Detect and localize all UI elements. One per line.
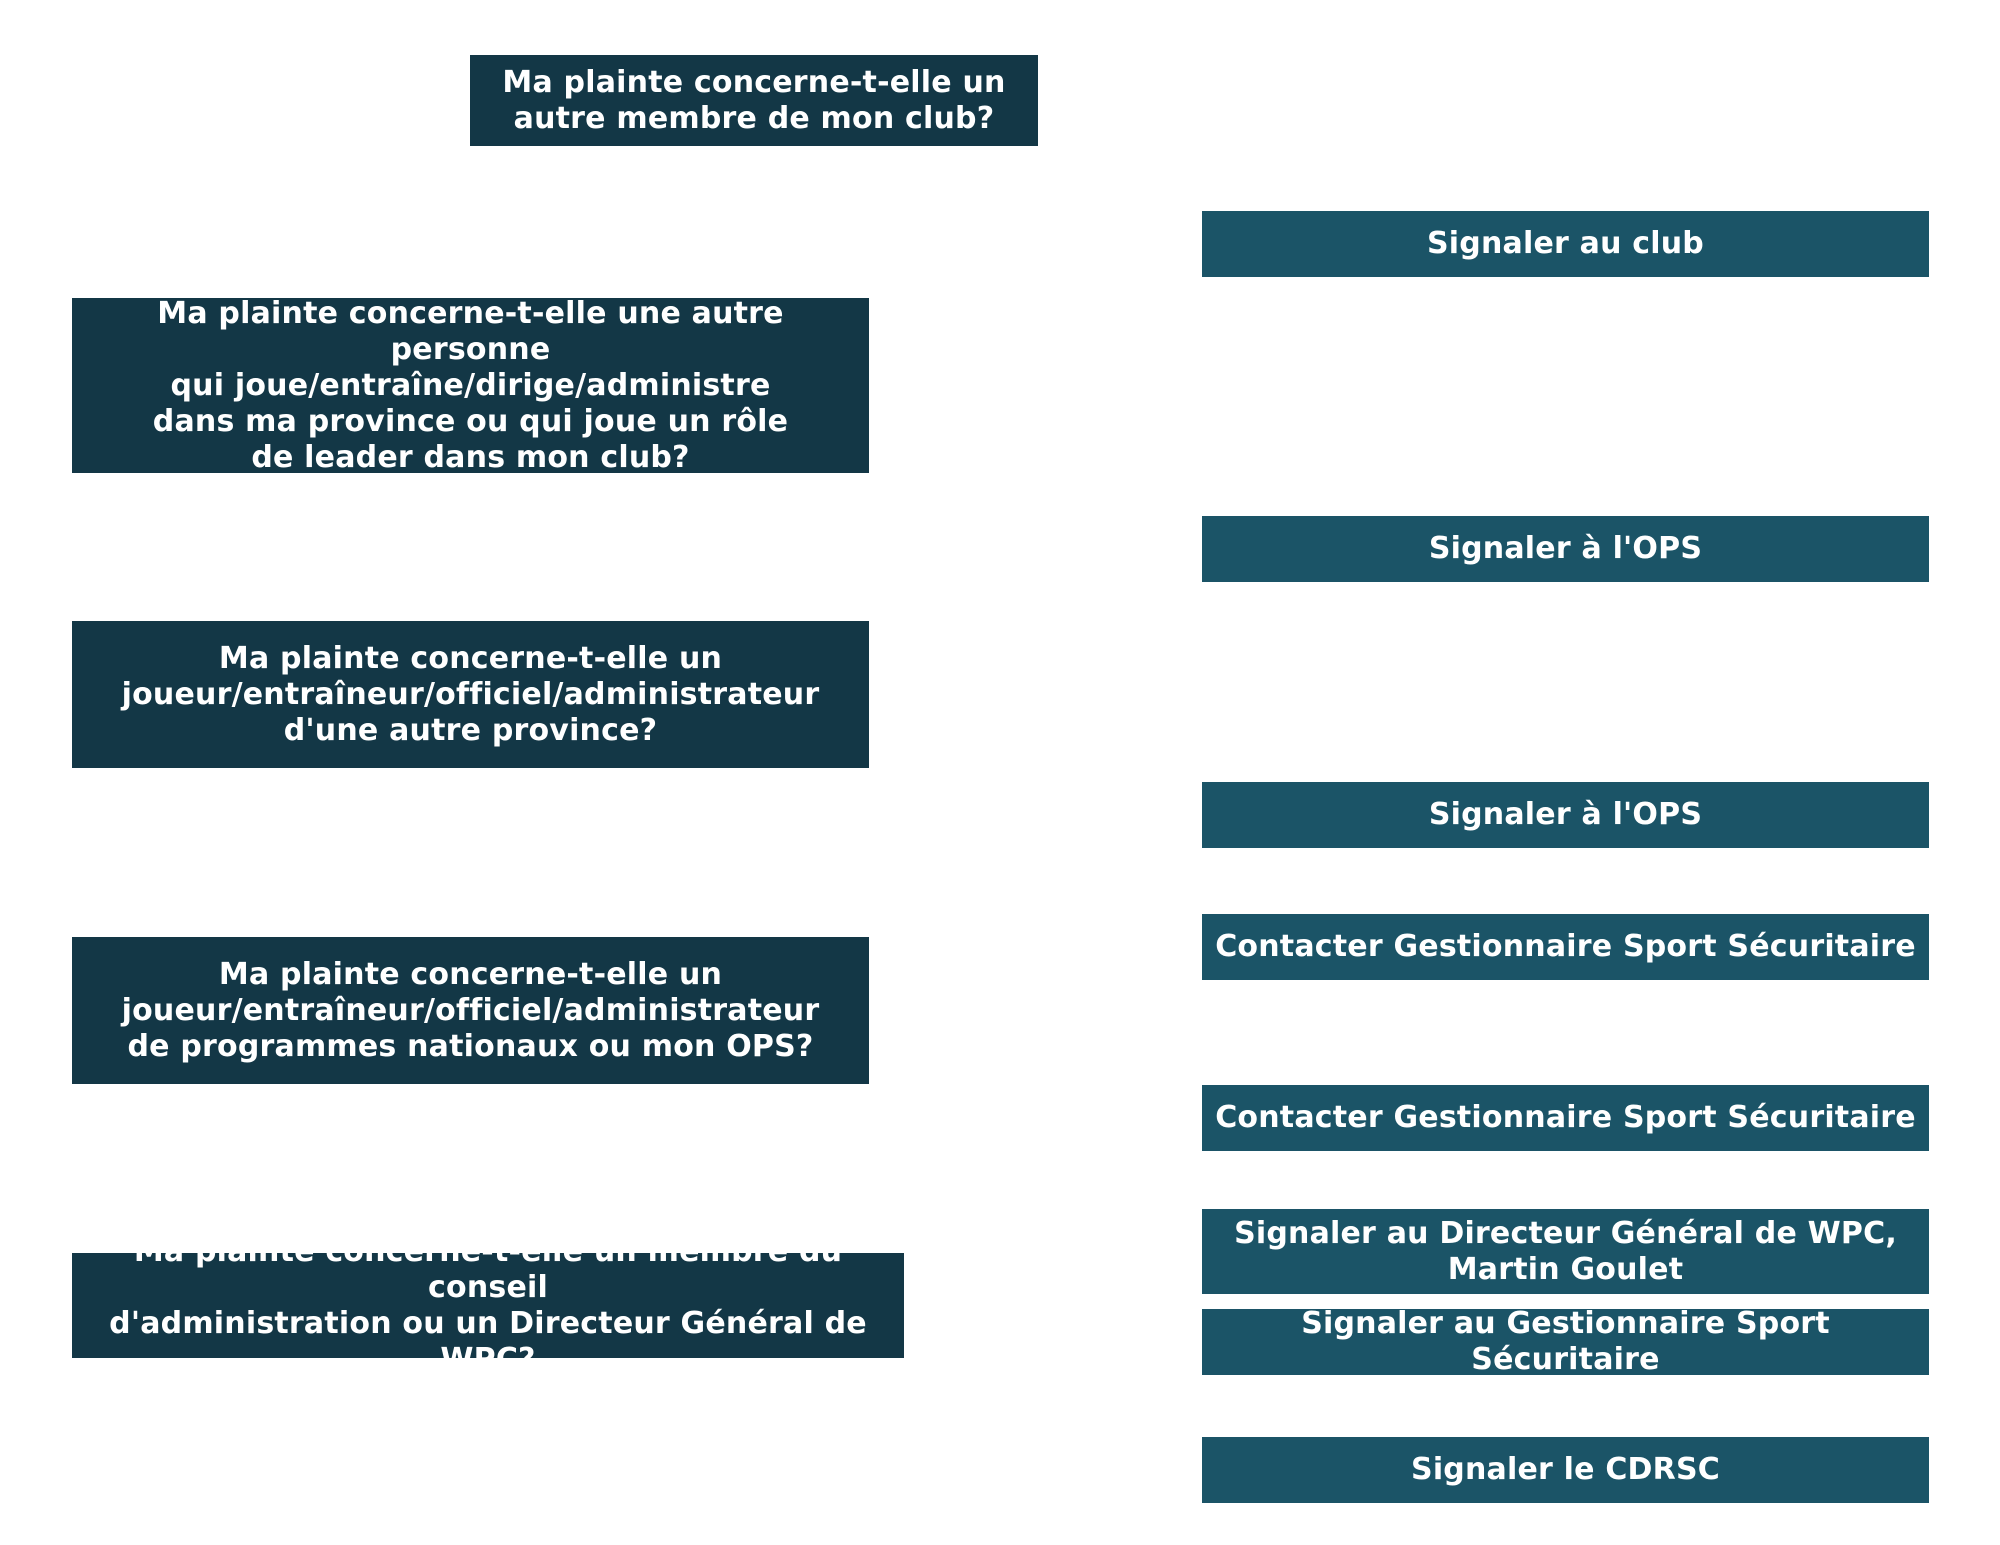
action-report-safe-sport-manager: Signaler au Gestionnaire Sport Sécuritai… (1202, 1306, 1929, 1377)
action-report-ops-2: Signaler à l'OPS (1202, 782, 1929, 848)
action-report-director-general: Signaler au Directeur Général de WPC, Ma… (1202, 1209, 1929, 1294)
question-other-province: Ma plainte concerne-t-elle un joueur/ent… (72, 621, 869, 768)
action-report-ops-1: Signaler à l'OPS (1202, 516, 1929, 582)
action-contact-safe-sport-2: Contacter Gestionnaire Sport Sécuritaire (1202, 1085, 1929, 1151)
question-national-programs: Ma plainte concerne-t-elle un joueur/ent… (72, 937, 869, 1084)
question-province-person: Ma plainte concerne-t-elle une autre per… (72, 296, 869, 475)
question-board-member: Ma plainte concerne-t-elle un membre du … (72, 1234, 904, 1377)
question-club-member: Ma plainte concerne-t-elle un autre memb… (470, 55, 1038, 146)
action-report-club: Signaler au club (1202, 211, 1929, 277)
action-report-cdrsc: Signaler le CDRSC (1202, 1437, 1929, 1503)
action-contact-safe-sport-1: Contacter Gestionnaire Sport Sécuritaire (1202, 914, 1929, 980)
